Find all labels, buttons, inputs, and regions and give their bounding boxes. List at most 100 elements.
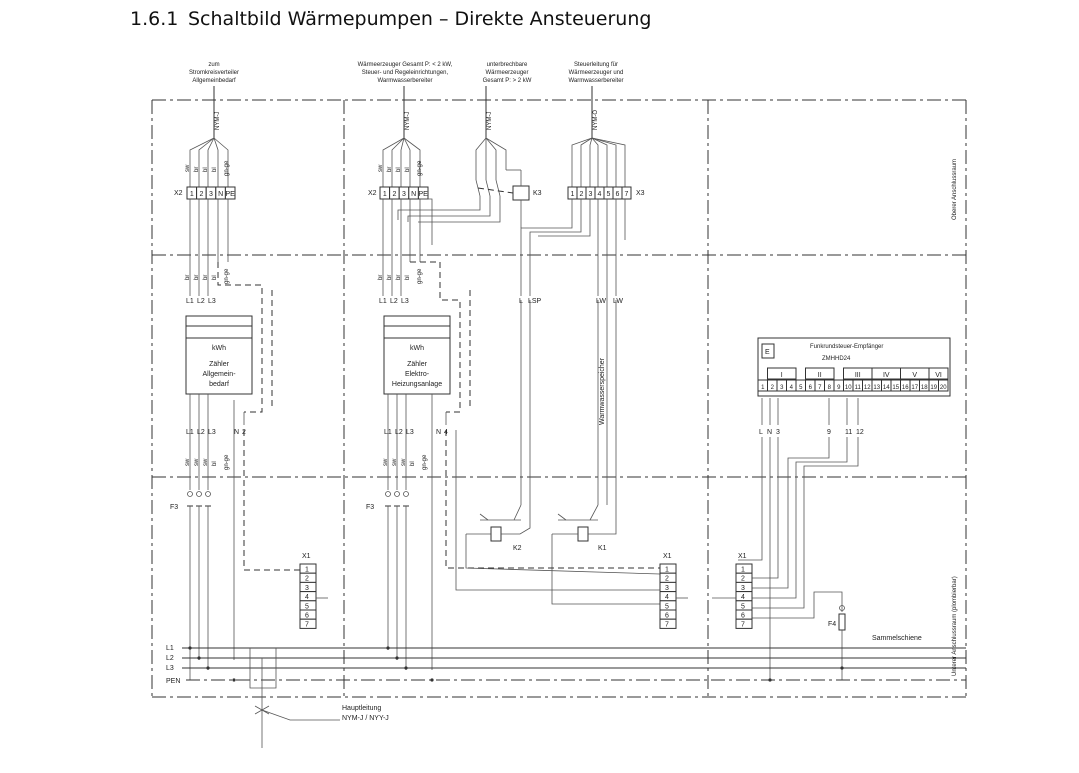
svg-text:unterbrechbare: unterbrechbare bbox=[487, 62, 528, 68]
fuse-f3-left: F3 bbox=[170, 491, 211, 680]
svg-text:LW: LW bbox=[613, 298, 623, 305]
svg-text:L: L bbox=[759, 429, 763, 436]
wire-colors-upper: sw br bl bl gn-ge sw br bl bl gn-ge bbox=[185, 160, 423, 176]
receiver-group-label: V bbox=[912, 372, 917, 379]
svg-text:LSP: LSP bbox=[528, 298, 542, 305]
receiver-terminal-label: 6 bbox=[809, 385, 813, 391]
receiver-group bbox=[805, 367, 835, 380]
svg-text:zum: zum bbox=[208, 62, 219, 68]
receiver-terminal-label: 4 bbox=[790, 385, 794, 391]
fuse-f3-mid: F3 bbox=[366, 491, 409, 670]
svg-text:bl: bl bbox=[212, 461, 218, 466]
svg-text:Wärmeerzeuger Gesamt P: < 2 kW: Wärmeerzeuger Gesamt P: < 2 kW, bbox=[358, 62, 453, 68]
svg-text:L1: L1 bbox=[379, 298, 387, 305]
receiver-terminal-label: 5 bbox=[799, 385, 803, 391]
svg-text:kWh: kWh bbox=[212, 345, 226, 352]
svg-text:Steuer- und Regeleinrichtungen: Steuer- und Regeleinrichtungen, bbox=[362, 70, 449, 76]
x1-cell-label: 6 bbox=[665, 613, 669, 620]
x1-cell-label: 2 bbox=[305, 576, 309, 583]
x1-cell-label: 4 bbox=[305, 594, 309, 601]
receiver-terminal-label: 16 bbox=[902, 385, 909, 391]
x1-cell-label: 4 bbox=[741, 594, 745, 601]
receiver-terminal-label: 13 bbox=[873, 385, 880, 391]
svg-text:L1: L1 bbox=[186, 298, 194, 305]
cable-label-nymj-1: NYM-J bbox=[215, 112, 221, 130]
receiver-terminal-label: 11 bbox=[855, 385, 862, 391]
terminal-cell-label: N bbox=[218, 191, 223, 198]
svg-text:br: br bbox=[396, 275, 402, 280]
receiver-group-label: VI bbox=[935, 372, 942, 379]
svg-text:L3: L3 bbox=[208, 429, 216, 436]
x1-cell-label: 7 bbox=[665, 622, 669, 629]
svg-text:X2: X2 bbox=[174, 190, 183, 197]
fuse-f4: F4 Sammelschiene bbox=[828, 605, 922, 680]
terminal-cell bbox=[224, 186, 236, 200]
meter-allgemeinbedarf: kWh Zähler Allgemein- bedarf bbox=[185, 315, 253, 395]
x1-cell-label: 6 bbox=[305, 613, 309, 620]
svg-text:bedarf: bedarf bbox=[209, 381, 229, 388]
sammelschiene-label: Sammelschiene bbox=[872, 635, 922, 642]
svg-text:K2: K2 bbox=[513, 545, 522, 552]
svg-text:bl: bl bbox=[405, 167, 411, 172]
x1-cell-label: 6 bbox=[741, 613, 745, 620]
svg-text:K1: K1 bbox=[598, 545, 607, 552]
x1-cell-label: 4 bbox=[665, 594, 669, 601]
svg-text:L2: L2 bbox=[390, 298, 398, 305]
wiring-control-down bbox=[520, 240, 617, 505]
svg-text:br: br bbox=[203, 275, 209, 280]
x1-cell-label: 5 bbox=[665, 603, 669, 610]
incoming-cables: NYM-J NYM-J NYM-J NYM-O bbox=[189, 86, 626, 188]
top-label-zum: zum Stromkreisverteiler Allgemeinbedarf bbox=[189, 62, 239, 84]
receiver-terminal-label: 7 bbox=[818, 385, 822, 391]
phase-labels-meter1-in: L1 L2 L3 bbox=[186, 298, 216, 305]
svg-text:N: N bbox=[234, 429, 239, 436]
x1-cell-label: 5 bbox=[741, 603, 745, 610]
svg-text:bl: bl bbox=[405, 275, 411, 280]
svg-text:gn-ge: gn-ge bbox=[224, 454, 230, 470]
terminal-cell-label: 3 bbox=[209, 191, 213, 198]
receiver-terminal-label: 3 bbox=[780, 385, 784, 391]
section-number: 1.6.1 bbox=[130, 8, 179, 30]
svg-text:Wärmeerzeuger: Wärmeerzeuger bbox=[485, 70, 528, 76]
control-line-labels: L LSP LW LW bbox=[519, 298, 623, 305]
svg-text:sw: sw bbox=[392, 458, 398, 466]
meter1-out-labels: L1 L2 L3 N 2 bbox=[186, 429, 246, 436]
terminal-cell-label: 2 bbox=[580, 191, 584, 198]
svg-text:L3: L3 bbox=[166, 665, 174, 672]
x1-cell-label: 1 bbox=[741, 567, 745, 574]
svg-text:Warmwasserbereiter: Warmwasserbereiter bbox=[568, 78, 623, 84]
svg-text:L1: L1 bbox=[166, 645, 174, 652]
wiring-meter-out bbox=[189, 290, 471, 670]
svg-text:gn-ge: gn-ge bbox=[224, 160, 230, 176]
terminal-cell-label: 6 bbox=[616, 191, 620, 198]
svg-text:X1: X1 bbox=[663, 553, 672, 560]
terminal-cell-label: 5 bbox=[607, 191, 611, 198]
svg-text:X1: X1 bbox=[738, 553, 747, 560]
terminal-cell-label: 1 bbox=[190, 191, 194, 198]
svg-text:bl: bl bbox=[396, 167, 402, 172]
svg-text:L2: L2 bbox=[166, 655, 174, 662]
receiver-terminal-label: 8 bbox=[828, 385, 832, 391]
relay-k2: K2 bbox=[465, 504, 661, 575]
receiver-terminal-label: 18 bbox=[921, 385, 928, 391]
svg-text:Elektro-: Elektro- bbox=[405, 371, 430, 378]
receiver-group-label: IV bbox=[883, 372, 890, 379]
label-oberer-anschlussraum: Oberer Anschlussraum bbox=[952, 159, 958, 220]
receiver-terminal-label: 1 bbox=[761, 385, 765, 391]
terminal-cell-label: 1 bbox=[383, 191, 387, 198]
svg-text:L2: L2 bbox=[395, 429, 403, 436]
cable-label-nymo: NYM-O bbox=[593, 110, 599, 130]
terminal-cell bbox=[621, 186, 632, 200]
relay-k3: K3 bbox=[475, 169, 542, 228]
receiver-terminal-label: 2 bbox=[771, 385, 775, 391]
svg-text:L1: L1 bbox=[384, 429, 392, 436]
svg-text:gn-ge: gn-ge bbox=[417, 160, 423, 176]
x1-cell-label: 1 bbox=[665, 567, 669, 574]
x1-cell-label: 2 bbox=[741, 576, 745, 583]
panel-frame bbox=[151, 99, 967, 698]
x1-cell-label: 7 bbox=[305, 622, 309, 629]
receiver-terminal bbox=[938, 379, 949, 392]
